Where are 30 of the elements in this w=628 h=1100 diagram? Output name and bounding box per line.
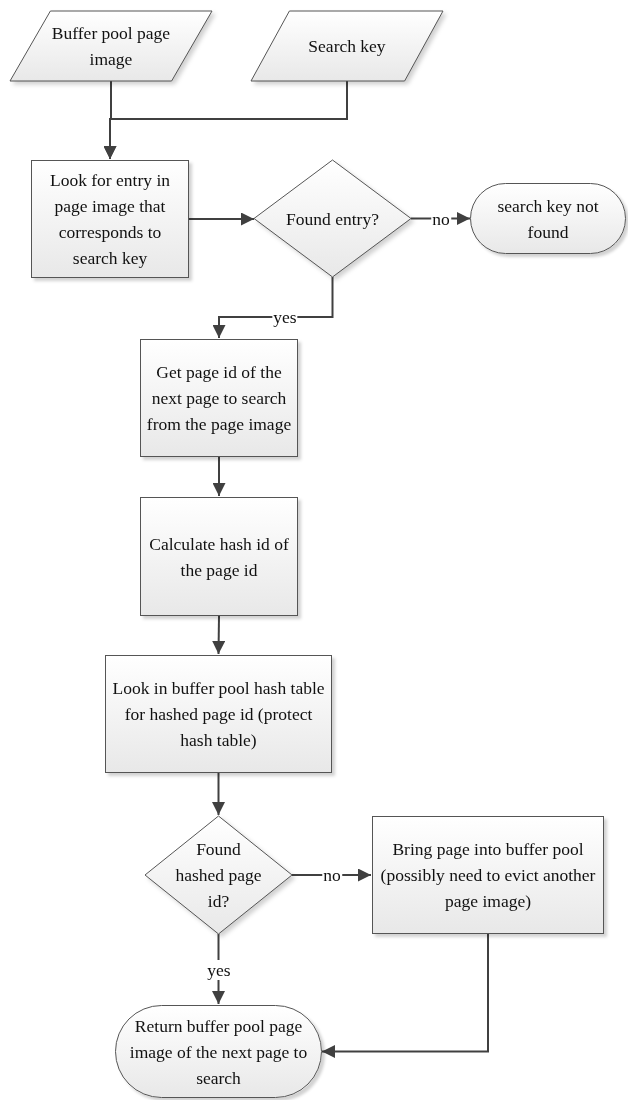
node-text: Search key xyxy=(308,35,386,58)
node-text: Bring page into buffer pool (possibly need to evict another page image) xyxy=(379,838,597,913)
arrow xyxy=(212,456,226,497)
arrow xyxy=(212,772,225,816)
arrow xyxy=(212,276,334,339)
input-parallelogram xyxy=(10,11,212,81)
node-text: Look for entry in page image that corresponds to search key xyxy=(48,169,171,270)
process-box xyxy=(140,339,298,457)
decision-diamond xyxy=(145,816,292,934)
node-text: Get page id of the next page to search from the page image xyxy=(145,361,293,436)
arrow xyxy=(188,212,255,226)
node-text: Return buffer pool page image of the next page to search xyxy=(128,1014,309,1090)
process-box xyxy=(372,816,604,934)
arrow xyxy=(103,80,348,160)
node-text: Found entry? xyxy=(286,207,379,231)
node-text: search key not found xyxy=(496,194,600,244)
node-text: Look in buffer pool hash table for hashed page id (protect hash table) xyxy=(111,677,326,752)
terminator-shape xyxy=(115,1005,322,1098)
node-text: Found hashed page id? xyxy=(174,838,263,913)
process-box xyxy=(105,655,332,773)
process-box xyxy=(140,497,298,616)
process-box xyxy=(31,160,189,278)
decision-diamond xyxy=(254,160,411,277)
edge-label: yes xyxy=(206,960,232,980)
arrow xyxy=(212,615,226,655)
input-parallelogram xyxy=(251,11,443,81)
terminator-shape xyxy=(470,183,626,254)
node-text: Buffer pool page image xyxy=(50,22,172,71)
node-text: Calculate hash id of the page id xyxy=(148,532,290,582)
arrow xyxy=(321,933,489,1058)
